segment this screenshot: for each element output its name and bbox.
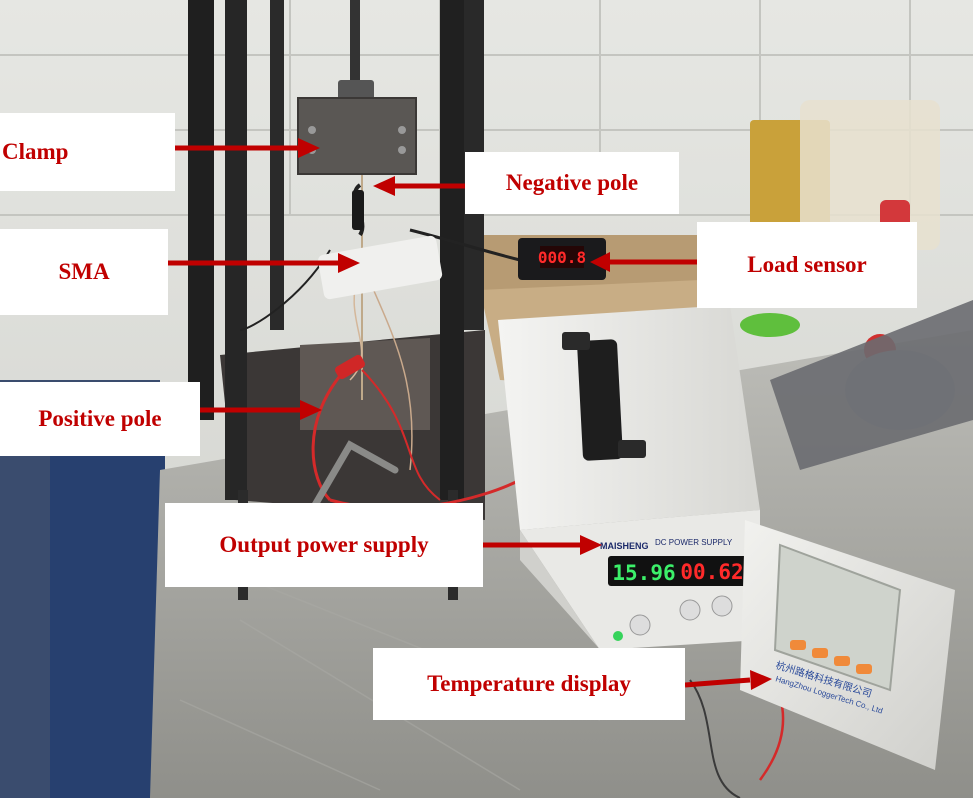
arrow-output-power-supply	[483, 535, 602, 555]
label-negative-pole: Negative pole	[465, 152, 679, 214]
arrow-sma	[168, 253, 360, 273]
load-sensor-device: 000.8	[518, 238, 606, 280]
psu-voltage-reading: 15.96	[612, 561, 675, 585]
label-output-power-supply: Output power supply	[165, 503, 483, 587]
annotation-arrows	[168, 138, 772, 690]
hex-key	[311, 440, 399, 509]
black-clip	[352, 190, 364, 230]
label-sma: SMA	[0, 229, 168, 315]
background-objects	[740, 100, 973, 470]
dc-power-supply: MAISHENG DC POWER SUPPLY 15.96 00.62	[498, 305, 760, 655]
arrow-load-sensor	[590, 252, 697, 272]
label-temperature-display: Temperature display	[373, 648, 685, 720]
temperature-logger: 杭州路格科技有限公司 HangZhou LoggerTech Co., Ltd	[740, 520, 955, 770]
psu-brand: MAISHENG	[600, 541, 649, 551]
label-positive-pole: Positive pole	[0, 382, 200, 456]
load-sensor-reading: 000.8	[538, 248, 586, 267]
label-load-sensor: Load sensor	[697, 222, 917, 308]
power-strip	[318, 235, 443, 300]
label-clamp: Clamp	[0, 113, 175, 191]
psu-model: DC POWER SUPPLY	[655, 538, 733, 547]
psu-current-reading: 00.62	[680, 560, 743, 584]
arrow-positive-pole	[200, 400, 322, 420]
arrow-clamp	[175, 138, 320, 158]
arrow-negative-pole	[373, 176, 465, 196]
red-clip	[334, 354, 366, 380]
arrow-temperature-display	[684, 670, 772, 690]
